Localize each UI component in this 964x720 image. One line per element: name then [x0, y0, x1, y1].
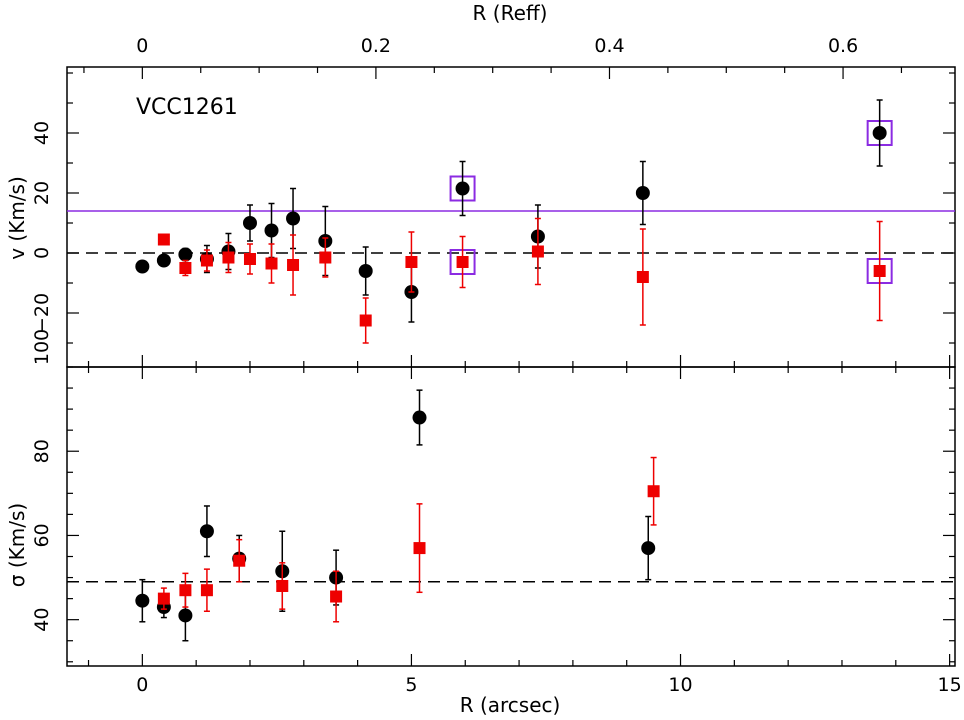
- data-point-circle: [412, 410, 427, 425]
- velocity-y-tick-label: 20: [31, 181, 53, 205]
- data-point-circle: [264, 223, 279, 238]
- data-point-square: [330, 590, 343, 603]
- highlight-boxes: [449, 120, 893, 284]
- data-point-square: [359, 314, 372, 327]
- x-axis-title: R (arcsec): [460, 693, 561, 717]
- data-point-square: [200, 254, 213, 267]
- velocity-reference-lines: [67, 210, 955, 254]
- x-tick-label: 10: [668, 674, 692, 696]
- data-point-circle: [641, 541, 656, 556]
- dispersion-panel: 40 60 80 0 5 10 15 R (arcsec) σ (Km/s): [5, 366, 962, 717]
- data-point-circle: [156, 253, 171, 268]
- top-axis-title: R (Reff): [473, 1, 548, 25]
- x-tick-label: 0: [136, 674, 148, 696]
- velocity-bottom-edge-label: 100: [31, 329, 53, 365]
- velocity-y-tick-label: 40: [31, 121, 53, 145]
- dispersion-y-tick-label: 60: [31, 523, 53, 547]
- data-point-circle: [242, 216, 257, 230]
- reff-tick-label: 0: [136, 35, 148, 57]
- velocity-axis-title: v (Km/s): [5, 176, 29, 260]
- data-point-circle: [455, 181, 470, 196]
- data-point-square: [179, 262, 192, 274]
- reff-tick-label: 0.6: [828, 35, 858, 57]
- data-point-circle: [872, 126, 887, 140]
- data-point-square: [647, 485, 660, 498]
- data-point-square: [405, 256, 418, 268]
- data-point-square: [636, 271, 649, 283]
- galaxy-name-label: VCC1261: [136, 95, 238, 120]
- velocity-y-tick-label: 0: [31, 247, 53, 259]
- data-point-square: [233, 554, 246, 567]
- dispersion-axis-title: σ (Km/s): [5, 503, 29, 587]
- data-point-square: [157, 592, 170, 605]
- dispersion-data-points: [135, 389, 660, 642]
- dispersion-axis-ticks: 40 60 80 0 5 10 15: [31, 366, 962, 696]
- reff-tick-label: 0.4: [594, 35, 624, 57]
- data-point-square: [265, 257, 278, 270]
- data-point-square: [179, 584, 192, 597]
- data-point-circle: [178, 608, 193, 623]
- data-point-circle: [358, 264, 373, 278]
- data-point-circle: [286, 211, 301, 226]
- data-point-square: [413, 542, 426, 555]
- data-point-square: [157, 233, 170, 246]
- dispersion-y-tick-label: 80: [31, 439, 53, 463]
- velocity-axis-ticks: −20 0 20 40 0 0.2 0.4 0.6: [31, 35, 955, 367]
- velocity-data-points: [135, 99, 887, 344]
- x-tick-label: 15: [938, 674, 962, 696]
- data-point-square: [873, 265, 886, 277]
- data-point-square: [456, 256, 469, 268]
- data-point-circle: [635, 186, 650, 200]
- velocity-panel: −20 0 20 40 0 0.2 0.4 0.6 VCC1261 R (Reff) v (K…: [5, 1, 956, 368]
- data-point-square: [287, 259, 300, 271]
- data-point-square: [222, 251, 235, 264]
- reff-tick-label: 0.2: [361, 35, 391, 57]
- velocity-y-tick-label: −20: [31, 293, 53, 333]
- data-point-square: [319, 251, 332, 264]
- data-point-square: [200, 584, 213, 597]
- dispersion-y-tick-label: 40: [31, 608, 53, 632]
- data-point-square: [243, 253, 256, 265]
- data-point-square: [276, 579, 289, 592]
- data-point-circle: [199, 524, 214, 539]
- data-point-circle: [135, 593, 150, 608]
- data-point-circle: [135, 259, 150, 274]
- dispersion-panel-frame: [66, 366, 956, 667]
- data-point-circle: [178, 247, 193, 262]
- data-point-square: [531, 245, 544, 258]
- x-tick-label: 5: [405, 674, 417, 696]
